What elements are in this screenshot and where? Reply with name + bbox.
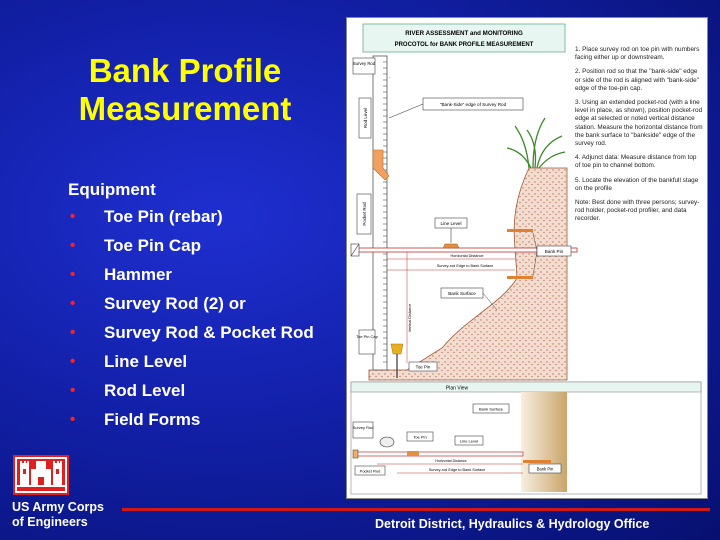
list-item: •Survey Rod & Pocket Rod — [70, 323, 314, 342]
plan-survey-rod-label: Survey Rod — [353, 425, 374, 430]
diagram-header-line-1: RIVER ASSESSMENT and MONITORING — [405, 30, 523, 37]
horizontal-distance-label: Horizontal Distance — [451, 254, 484, 258]
bank-surface-label: Bank Surface — [448, 291, 476, 296]
bank-side-edge-label: "Bank-Side" edge of Survey Rod — [440, 102, 507, 107]
list-item: •Toe Pin (rebar) — [70, 207, 223, 226]
note-2: 2. Position rod so that the "bank-side" … — [575, 68, 699, 92]
toe-pin-cap-label: Toe Pin Cap — [356, 334, 379, 339]
pocket-rod-label: Pocket Rod — [362, 202, 367, 226]
equipment-list: •Toe Pin (rebar) •Toe Pin Cap •Hammer •S… — [68, 206, 338, 438]
list-item: •Field Forms — [70, 410, 201, 429]
toe-pin-label: Toe Pin — [416, 365, 431, 370]
note-4: 4. Adjunct data: Measure distance from t… — [575, 154, 697, 170]
plan-line-level-label: Line Level — [460, 439, 478, 444]
organization-name: US Army Corps of Engineers — [12, 500, 104, 529]
bank-pin-icon — [507, 229, 533, 232]
bullet-icon: • — [70, 411, 76, 428]
note-5: 5. Locate the elevation of the bankfull … — [575, 176, 699, 192]
plan-bank-surface-label: Bank Surface — [479, 407, 504, 412]
rod-level-label: Rod Level — [363, 108, 368, 128]
plan-pocket-rod — [354, 451, 524, 457]
bullet-icon: • — [70, 266, 76, 283]
bank-pin-icon — [507, 276, 533, 279]
vertical-distance-label: Vertical Distance — [408, 304, 412, 332]
plan-bank — [521, 392, 567, 492]
list-item: •Line Level — [70, 352, 188, 371]
bank-pin-label: Bank Pin — [545, 249, 564, 254]
office-name: Detroit District, Hydraulics & Hydrology… — [375, 517, 650, 531]
survey-rod — [372, 55, 388, 371]
line-level-icon — [442, 243, 460, 249]
bullet-icon: • — [70, 295, 76, 312]
plan-survey-rod-edge-label: Survey-rod Edge to Bank Surface — [429, 468, 486, 472]
procedure-notes: 1. Place survey rod on toe pin with numb… — [575, 46, 703, 230]
note-3: 3. Using an extended pocket-rod (with a … — [575, 99, 703, 148]
diagram-drawing: RIVER ASSESSMENT and MONITORING PROCOTOL… — [350, 23, 702, 495]
diagram-header-line-2: PROCOTOL for BANK PROFILE MEASUREMENT — [395, 42, 534, 48]
survey-rod-label: Survey Rod — [353, 61, 376, 66]
line-level-label: Line Level — [441, 221, 462, 226]
plan-toe-pin-label: Toe Pin — [413, 435, 426, 440]
list-item: •Rod Level — [70, 381, 186, 400]
bullet-icon: • — [70, 237, 76, 254]
castle-logo-icon — [13, 455, 69, 495]
bullet-icon: • — [70, 382, 76, 399]
survey-rod-edge-label: Survey-rod Edge to Bank Surface — [437, 264, 494, 268]
bullet-icon: • — [70, 353, 76, 370]
plan-bank-pin-icon — [523, 460, 551, 463]
title-line-2: Measurement — [78, 90, 292, 127]
note-6: Note: Best done with three persons; surv… — [575, 199, 700, 223]
plan-view-label: Plan View — [446, 386, 469, 392]
title-line-1: Bank Profile — [88, 52, 282, 89]
plan-pocket-rod-label: Pocket Rod — [360, 469, 381, 474]
note-1: 1. Place survey rod on toe pin with numb… — [575, 46, 700, 62]
svg-text:-: - — [389, 74, 391, 79]
list-item: •Survey Rod (2) or — [70, 294, 246, 313]
accent-line — [122, 508, 710, 511]
bullet-icon: • — [70, 324, 76, 341]
plan-line-level-icon — [407, 451, 419, 456]
bullet-icon: • — [70, 208, 76, 225]
rod-ticks — [383, 61, 387, 363]
list-item: •Hammer — [70, 265, 173, 284]
list-item: •Toe Pin Cap — [70, 236, 201, 255]
slide-title: Bank Profile Measurement — [40, 52, 330, 128]
plan-bank-pin-label: Bank Pin — [537, 467, 554, 472]
bank-profile-diagram: RIVER ASSESSMENT and MONITORING PROCOTOL… — [346, 17, 708, 499]
plan-horizontal-distance-label: Horizontal Distance — [435, 459, 466, 463]
equipment-heading: Equipment — [68, 180, 156, 199]
plan-rod-circle — [379, 436, 395, 448]
grass-icon — [506, 117, 566, 169]
rod-level-icon — [372, 149, 390, 181]
toe-pin-cap-icon — [390, 343, 404, 355]
